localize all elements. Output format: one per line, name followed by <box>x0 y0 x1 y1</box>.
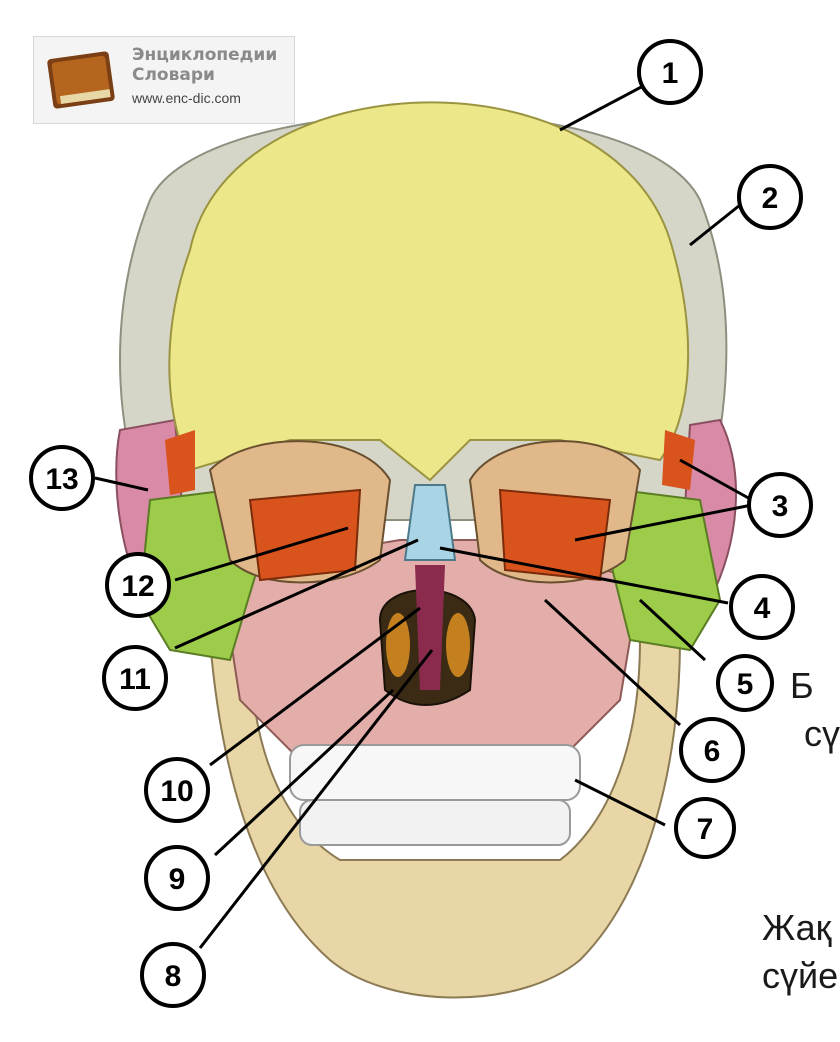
callout-6: 6 <box>681 719 743 781</box>
callout-10: 10 <box>146 759 208 821</box>
label-7-text-line2: сүйе <box>762 954 838 998</box>
logo-line-2: Словари <box>132 65 215 85</box>
callout-9-label: 9 <box>169 863 186 896</box>
sphenoid-temporal-left <box>165 430 195 495</box>
logo-url: www.enc-dic.com <box>132 90 241 106</box>
sphenoid-temporal-right <box>662 430 695 490</box>
teeth-upper <box>290 745 580 800</box>
callout-11-label: 11 <box>119 663 151 696</box>
callout-4: 4 <box>731 576 793 638</box>
sphenoid-left <box>250 490 360 580</box>
callout-8: 8 <box>142 944 204 1006</box>
callout-13-label: 13 <box>45 463 78 496</box>
callout-7: 7 <box>676 799 734 857</box>
callout-1: 1 <box>639 41 701 103</box>
inferior-concha-right <box>446 613 470 677</box>
callout-4-label: 4 <box>754 592 771 625</box>
book-icon <box>44 47 122 113</box>
callout-8-label: 8 <box>165 960 182 993</box>
callout-5-label: 5 <box>737 668 754 701</box>
callout-12-label: 12 <box>121 570 154 603</box>
callout-7-label: 7 <box>697 813 714 846</box>
label-7-text-line1: Жақ <box>762 906 831 950</box>
callout-12: 12 <box>107 554 169 616</box>
callout-1-label: 1 <box>662 57 679 90</box>
callout-2-label: 2 <box>762 182 779 215</box>
callout-3-label: 3 <box>772 490 789 523</box>
callout-3: 3 <box>749 474 811 536</box>
callout-13: 13 <box>31 447 93 509</box>
logo-line-1: Энциклопедии <box>132 45 277 65</box>
label-5-text-line2: сү <box>804 712 840 756</box>
callout-2: 2 <box>739 166 801 228</box>
vomer <box>415 565 445 690</box>
teeth-lower <box>300 800 570 845</box>
callout-10-label: 10 <box>160 775 193 808</box>
site-logo: Энциклопедии Словари www.enc-dic.com <box>33 36 295 124</box>
callout-6-label: 6 <box>704 735 721 768</box>
label-5-text-line1: Б <box>790 664 814 708</box>
callout-11: 11 <box>104 647 166 709</box>
callout-9: 9 <box>146 847 208 909</box>
frontal-bone <box>169 102 688 480</box>
callout-5: 5 <box>718 656 772 710</box>
leader-line-1 <box>560 85 645 130</box>
